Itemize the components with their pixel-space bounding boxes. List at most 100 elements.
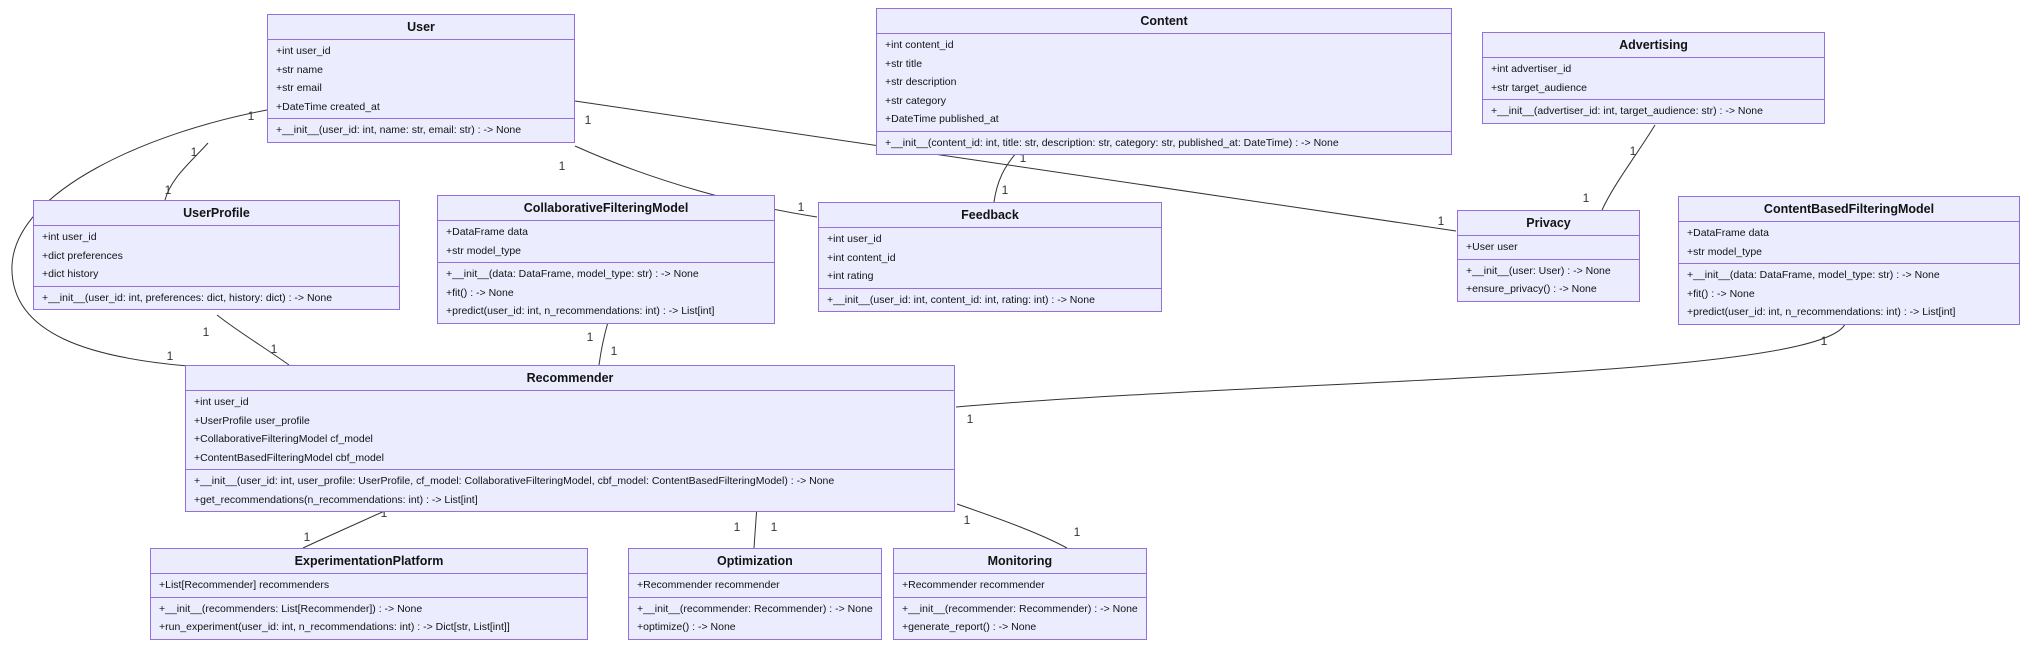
multiplicity-label-target-User-Privacy: 1 <box>1438 214 1445 228</box>
class-methods-compartment: +__init__(recommender: Recommender) : ->… <box>629 598 881 639</box>
class-node-ContentBasedFilteringModel: ContentBasedFilteringModel+DataFrame dat… <box>1678 196 2020 325</box>
class-method-row: +optimize() : -> None <box>637 621 736 633</box>
class-attribute-row: +int user_id <box>827 233 882 245</box>
class-method-row: +predict(user_id: int, n_recommendations… <box>1687 306 1956 318</box>
multiplicity-label-source-Recommender-Monitoring: 1 <box>964 513 971 527</box>
class-method-row: +__init__(recommender: Recommender) : ->… <box>902 602 1138 615</box>
multiplicity-label-source-User-UserProfile: 1 <box>191 145 198 159</box>
multiplicity-label-source-User-Recommender: 1 <box>248 109 255 123</box>
class-method-row: +fit() : -> None <box>1687 287 1755 300</box>
class-node-ExperimentationPlatform: ExperimentationPlatform +List[Recommender… <box>150 548 588 640</box>
class-attribute-row: +ContentBasedFilteringModel cbf_model <box>194 451 384 464</box>
class-attrs-compartment: +List[Recommender] recommenders <box>151 574 587 598</box>
multiplicity-label-source-Content-Feedback: 1 <box>1020 151 1027 165</box>
edge-UserProfile-Recommender <box>216 314 290 366</box>
class-method-row: +generate_report() : -> None <box>902 621 1037 633</box>
class-attribute-row: +Recommender recommender <box>637 579 780 591</box>
class-attribute-row: +int advertiser_id <box>1491 63 1572 75</box>
class-title-CollaborativeFilteringModel: CollaborativeFilteringModel <box>438 196 774 221</box>
class-attribute-row: +DateTime published_at <box>885 113 999 125</box>
edge-User-UserProfile <box>164 142 209 201</box>
class-attribute-row: +dict preferences <box>42 249 123 262</box>
class-title-Content: Content <box>877 9 1451 34</box>
class-attribute-row: +UserProfile user_profile <box>194 414 310 427</box>
class-method-row: +__init__(content_id: int, title: str, d… <box>885 136 1339 149</box>
multiplicity-label-source-Advertising-Privacy: 1 <box>1630 144 1637 158</box>
class-attribute-row: +str email <box>276 82 322 94</box>
class-node-Monitoring: Monitoring+Recommender recommender +__ini… <box>893 548 1147 640</box>
class-title-Privacy: Privacy <box>1458 211 1639 236</box>
class-method-row: +predict(user_id: int, n_recommendations… <box>446 305 715 317</box>
class-method-row: +run_experiment(user_id: int, n_recommen… <box>159 621 510 633</box>
class-attrs-compartment: +User user <box>1458 236 1639 260</box>
edge-CollaborativeFilteringModel-Recommender <box>598 321 609 366</box>
class-attrs-compartment: +DataFrame data+str model_type <box>1679 222 2019 264</box>
multiplicity-label-target-CollaborativeFilteringModel-Recommender: 1 <box>611 344 618 358</box>
multiplicity-label-source-ContentBasedFilteringModel-Recommender: 1 <box>1821 334 1828 348</box>
class-attribute-row: +str model_type <box>1687 245 1762 258</box>
class-method-row: +__init__(user: User) : -> None <box>1466 264 1611 277</box>
class-methods-compartment: +__init__(user_id: int, preferences: dic… <box>34 287 399 310</box>
class-node-Privacy: Privacy +User user +__init__(user: User) :… <box>1457 210 1640 302</box>
class-attribute-row: +str target_audience <box>1491 81 1588 94</box>
class-node-CollaborativeFilteringModel: CollaborativeFilteringModel+DataFrame da… <box>437 195 775 324</box>
class-attribute-row: +DateTime created_at <box>276 100 380 113</box>
multiplicity-label-target-User-UserProfile: 1 <box>165 183 172 197</box>
class-attrs-compartment: +int user_id +UserProfile user_profile +Co… <box>186 391 954 470</box>
class-attribute-row: +int user_id <box>42 231 97 243</box>
class-attrs-compartment: +Recommender recommender <box>894 574 1146 598</box>
class-method-row: +__init__(user_id: int, content_id: int,… <box>827 293 1095 306</box>
multiplicity-label-target-Recommender-Optimization: 1 <box>771 520 778 534</box>
class-attribute-row: +str description <box>885 76 957 88</box>
multiplicity-label-target-User-Recommender: 1 <box>167 349 174 363</box>
class-attribute-row: +User user <box>1466 241 1518 253</box>
class-methods-compartment: +__init__(user_id: int, name: str, email… <box>268 119 574 142</box>
class-attribute-row: +CollaborativeFilteringModel cf_model <box>194 433 373 445</box>
class-node-User: User+int user_id+str name+str email+Date… <box>267 14 575 143</box>
edge-User-Privacy <box>574 100 1457 232</box>
class-method-row: +__init__(data: DataFrame, model_type: s… <box>446 268 699 280</box>
class-method-row: +ensure_privacy() : -> None <box>1466 283 1597 295</box>
edge-ContentBasedFilteringModel-Recommender <box>955 320 1847 408</box>
class-attribute-row: +str name <box>276 63 323 76</box>
class-method-row: +__init__(data: DataFrame, model_type: s… <box>1687 269 1940 281</box>
class-title-Feedback: Feedback <box>819 203 1161 228</box>
multiplicity-label-target-UserProfile-Recommender: 1 <box>271 342 278 356</box>
class-title-User: User <box>268 15 574 40</box>
class-methods-compartment: +__init__(advertiser_id: int, target_aud… <box>1483 100 1824 123</box>
class-attrs-compartment: +int advertiser_id +str target_audience <box>1483 58 1824 100</box>
multiplicity-label-source-CollaborativeFilteringModel-Recommender: 1 <box>587 330 594 344</box>
edge-Recommender-Monitoring <box>956 503 1068 549</box>
class-node-Feedback: Feedback+int user_id+int content_id+int … <box>818 202 1162 312</box>
class-node-UserProfile: UserProfile +int user_id +dict preferences… <box>33 200 400 310</box>
multiplicity-label-source-User-Privacy: 1 <box>585 113 592 127</box>
multiplicity-label-source-User-Feedback: 1 <box>559 159 566 173</box>
multiplicity-label-source-Recommender-Optimization: 1 <box>734 520 741 534</box>
class-title-ExperimentationPlatform: ExperimentationPlatform <box>151 549 587 574</box>
multiplicity-label-source-UserProfile-Recommender: 1 <box>203 325 210 339</box>
class-methods-compartment: +__init__(user: User) : -> None +ensure_p… <box>1458 260 1639 301</box>
class-attrs-compartment: +DataFrame data+str model_type <box>438 221 774 263</box>
class-method-row: +__init__(user_id: int, user_profile: Us… <box>194 475 835 487</box>
class-attribute-row: +dict history <box>42 268 99 280</box>
edge-User-Recommender <box>11 109 268 367</box>
edge-User-Feedback <box>574 145 818 218</box>
class-methods-compartment: +__init__(user_id: int, user_profile: Us… <box>186 470 954 511</box>
class-attribute-row: +str category <box>885 94 946 107</box>
class-title-Monitoring: Monitoring <box>894 549 1146 574</box>
class-attribute-row: +int rating <box>827 270 874 282</box>
class-methods-compartment: +__init__(content_id: int, title: str, d… <box>877 132 1451 155</box>
multiplicity-label-target-Recommender-ExperimentationPlatform: 1 <box>304 530 311 544</box>
class-attribute-row: +int user_id <box>194 396 249 408</box>
class-title-UserProfile: UserProfile <box>34 201 399 226</box>
class-attrs-compartment: +Recommender recommender <box>629 574 881 598</box>
multiplicity-label-source-Recommender-ExperimentationPlatform: 1 <box>381 506 388 520</box>
class-node-Content: Content+int content_id+str title+str des… <box>876 8 1452 155</box>
class-attribute-row: +List[Recommender] recommenders <box>159 579 330 591</box>
multiplicity-label-target-ContentBasedFilteringModel-Recommender: 1 <box>967 412 974 426</box>
class-node-Optimization: Optimization+Recommender recommender+__i… <box>628 548 882 640</box>
class-methods-compartment: +__init__(data: DataFrame, model_type: s… <box>438 263 774 323</box>
class-methods-compartment: +__init__(data: DataFrame, model_type: s… <box>1679 264 2019 324</box>
class-title-Recommender: Recommender <box>186 366 954 391</box>
